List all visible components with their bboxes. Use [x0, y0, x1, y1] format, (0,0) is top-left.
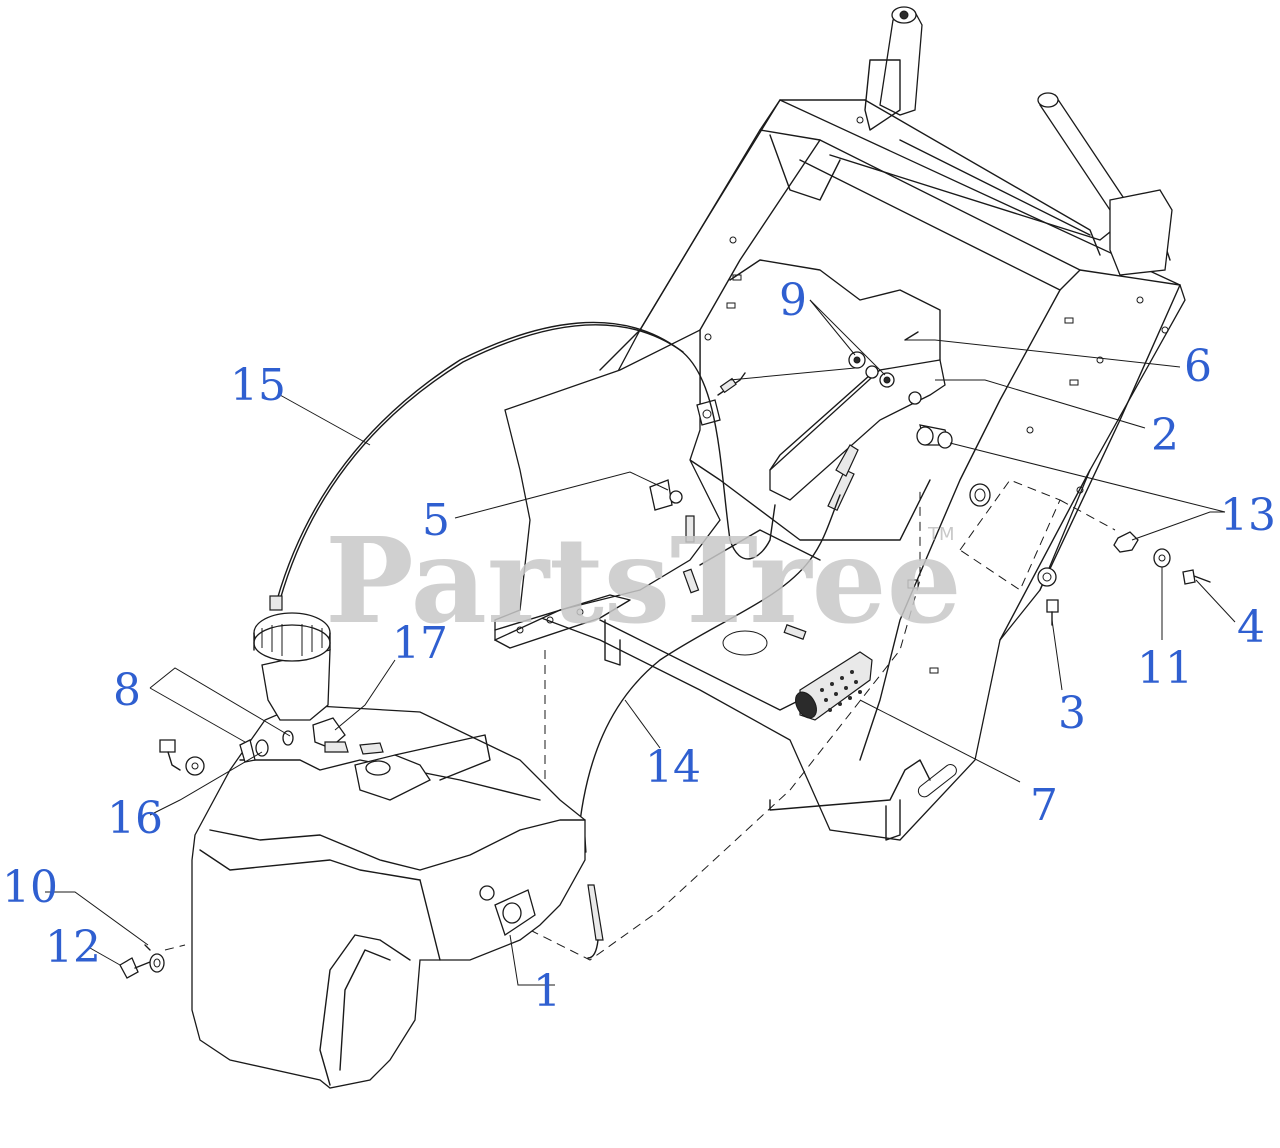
watermark-tm: TM [927, 524, 955, 545]
callout-6: 6 [1184, 341, 1212, 392]
leader-lines [45, 299, 1236, 986]
callout-2: 2 [1151, 410, 1179, 461]
callouts: 1 2 3 4 5 6 7 8 9 10 11 12 13 14 15 16 1… [2, 275, 1276, 1017]
callout-4: 4 [1237, 602, 1265, 653]
callout-3: 3 [1058, 688, 1086, 739]
callout-1: 1 [533, 966, 561, 1017]
springs [587, 372, 855, 959]
watermark-text: PartsTree [325, 511, 962, 650]
hardware-9-6 [848, 331, 919, 388]
callout-5: 5 [422, 495, 450, 546]
dashed-outlines [164, 479, 1116, 961]
callout-7: 7 [1030, 780, 1058, 831]
callout-8: 8 [113, 665, 141, 716]
callout-10: 10 [2, 862, 58, 913]
callout-12: 12 [45, 922, 101, 973]
fasteners-left [119, 739, 205, 979]
pedal-arm [769, 359, 951, 501]
callout-11: 11 [1137, 643, 1193, 694]
callout-14: 14 [645, 742, 701, 793]
handle-assembly [864, 6, 1173, 276]
callout-13: 13 [1220, 490, 1276, 541]
watermark: PartsTree TM [325, 511, 962, 650]
callout-9: 9 [779, 275, 807, 326]
callout-15: 15 [230, 360, 286, 411]
callout-16: 16 [107, 793, 163, 844]
pedal-pad [795, 651, 873, 721]
fuel-tank [191, 612, 586, 1089]
callout-17: 17 [392, 618, 448, 669]
control-plate [494, 328, 821, 711]
